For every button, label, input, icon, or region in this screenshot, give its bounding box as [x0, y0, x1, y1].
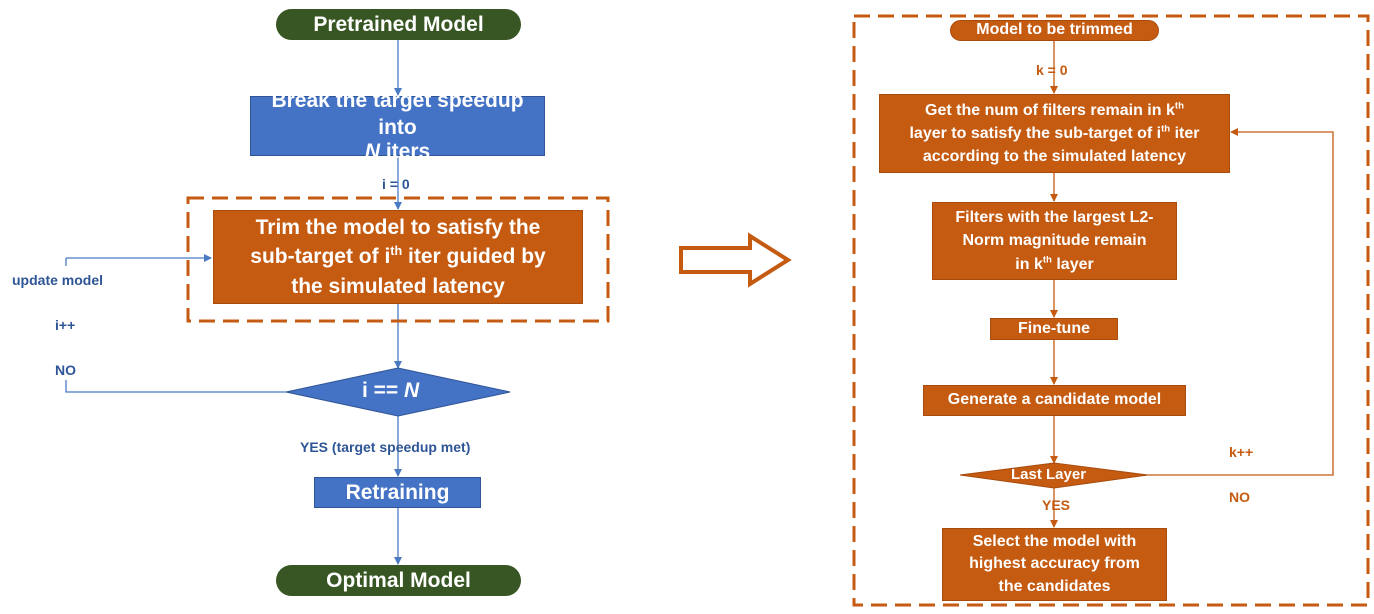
get-filters-box: Get the num of filters remain in kth lay…	[879, 94, 1230, 173]
k-increment-label: k++	[1229, 444, 1254, 460]
left-yes-label: YES (target speedup met)	[300, 439, 471, 455]
i-increment-label: i++	[55, 317, 76, 333]
loop-k-path	[1148, 128, 1334, 476]
break-var-n: N	[364, 139, 380, 163]
update-model-label: update model	[12, 272, 104, 288]
get-line2: layer to satisfy the sub-target of ith i…	[909, 123, 1200, 142]
left-decision-label: i == N	[362, 379, 420, 402]
trim-line3: the simulated latency	[291, 274, 505, 298]
filters-line3: in kth layer	[1015, 254, 1094, 273]
break-speedup-line2: N iters	[364, 139, 431, 163]
left-no-label: NO	[55, 362, 76, 378]
filters-line1: Filters with the largest L2-	[955, 209, 1154, 227]
decision-diamond-left	[285, 367, 511, 417]
select-line2: highest accuracy from	[969, 555, 1140, 573]
get-line3: according to the simulated latency	[922, 148, 1187, 166]
right-yes-label: YES	[1042, 497, 1071, 513]
filters-l2-box: Filters with the largest L2- Norm magnit…	[932, 202, 1177, 280]
break-speedup-box: Break the target speedup into N iters	[250, 89, 545, 163]
pretrained-model-node: Pretrained Model	[276, 9, 521, 40]
trim-dashed-frame	[186, 196, 610, 323]
loop-no-path	[65, 380, 286, 393]
get-line1: Get the num of filters remain in kth	[925, 100, 1184, 119]
model-to-trim-label: Model to be trimmed	[976, 21, 1133, 39]
transition-arrow	[679, 232, 792, 288]
decision-diamond-right	[959, 462, 1149, 489]
trim-model-box: Trim the model to satisfy the sub-target…	[213, 210, 583, 304]
select-model-box: Select the model with highest accuracy f…	[942, 528, 1167, 601]
finetune-label: Fine-tune	[1018, 319, 1090, 337]
trim-line2: sub-target of ith iter guided by	[250, 244, 546, 269]
break-speedup-text: Break the target speedup into	[271, 89, 524, 140]
right-dashed-frame	[852, 14, 1370, 607]
trim-line1: Trim the model to satisfy the	[255, 215, 541, 239]
right-init-label: k = 0	[1036, 62, 1068, 78]
filters-line2: Norm magnitude remain	[962, 232, 1147, 250]
finetune-box: Fine-tune	[990, 318, 1118, 340]
model-to-trim-node: Model to be trimmed	[950, 20, 1159, 41]
generate-candidate-label: Generate a candidate model	[947, 391, 1162, 409]
generate-candidate-box: Generate a candidate model	[923, 385, 1186, 416]
optimal-model-node: Optimal Model	[276, 565, 521, 596]
select-line3: the candidates	[998, 577, 1111, 595]
last-layer-label: Last Layer	[1011, 466, 1087, 483]
retraining-box: Retraining	[314, 477, 481, 508]
left-init-label: i = 0	[382, 176, 410, 192]
select-line1: Select the model with	[972, 532, 1137, 550]
right-no-label: NO	[1229, 489, 1250, 505]
retraining-label: Retraining	[345, 480, 450, 504]
decision-var-n: N	[404, 379, 420, 402]
pretrained-model-label: Pretrained Model	[313, 12, 484, 36]
optimal-model-label: Optimal Model	[326, 568, 471, 592]
